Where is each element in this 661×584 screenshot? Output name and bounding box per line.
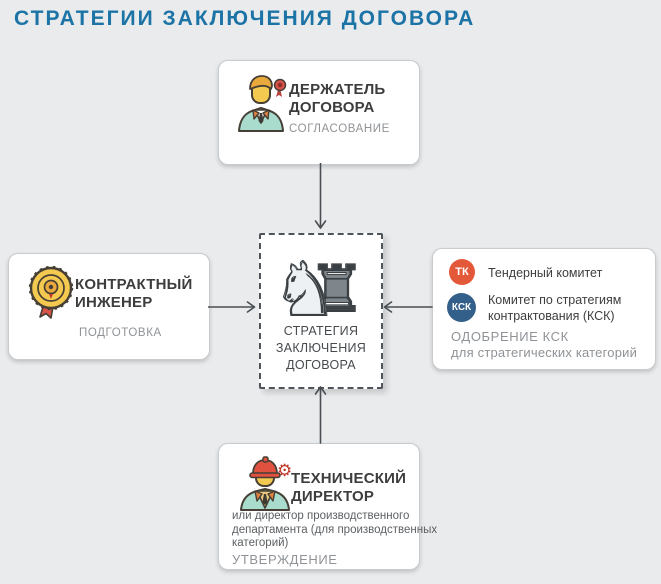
- holder-stage-label: СОГЛАСОВАНИЕ: [289, 123, 390, 135]
- svg-text:♘: ♘: [275, 247, 338, 321]
- svg-text:⚙: ⚙: [277, 461, 292, 481]
- arrow-left-to-center: [208, 301, 256, 313]
- engineer-stage-label: ПОДГОТОВКА: [79, 327, 162, 339]
- node-technical-director: ⚙ ТЕХНИЧЕСКИЙ ДИРЕКТОР или директор прои…: [218, 443, 437, 570]
- holder-title: ДЕРЖАТЕЛЬ ДОГОВОРА: [289, 81, 386, 116]
- node-contract-engineer: КОНТРАКТНЫЙ ИНЖЕНЕР ПОДГОТОВКА: [8, 253, 210, 360]
- tk-badge: ТК: [449, 259, 475, 285]
- tk-label: Тендерный комитет: [488, 266, 603, 280]
- ksk-badge: КСК: [447, 293, 476, 322]
- director-note: или директор производственного департаме…: [232, 510, 438, 549]
- committees-stage-line2: для стратегических категорий: [451, 345, 638, 360]
- strategy-caption: СТРАТЕГИЯ ЗАКЛЮЧЕНИЯ ДОГОВОРА: [275, 324, 367, 372]
- node-contract-holder: ДЕРЖАТЕЛЬ ДОГОВОРА СОГЛАСОВАНИЕ: [218, 60, 420, 165]
- ksk-label: Комитет по стратегиям контрактования (КС…: [488, 293, 622, 323]
- page-title: СТРАТЕГИИ ЗАКЛЮЧЕНИЯ ДОГОВОРА: [14, 7, 476, 30]
- arrow-bottom-to-center: [314, 386, 327, 444]
- medal-icon: [28, 265, 74, 319]
- director-title: ТЕХНИЧЕСКИЙ ДИРЕКТОР: [291, 470, 407, 505]
- arrow-right-to-center: [383, 301, 433, 313]
- businessman-award-icon: [238, 75, 287, 132]
- node-committees: ТК Тендерный комитет КСК Комитет по стра…: [432, 248, 656, 370]
- node-strategy-center: ♜ ♖ ♞ ♘ СТРАТЕГИЯ ЗАКЛЮЧЕНИЯ ДОГОВОРА: [259, 233, 383, 389]
- committees-stage-line1: ОДОБРЕНИЕ КСК: [451, 329, 569, 344]
- chess-pieces-icon: ♜ ♖ ♞ ♘: [275, 246, 366, 321]
- svg-text:♖: ♖: [308, 253, 365, 321]
- director-stage-label: УТВЕРЖДЕНИЕ: [232, 552, 338, 567]
- engineer-title: КОНТРАКТНЫЙ ИНЖЕНЕР: [75, 276, 193, 311]
- svg-text:♞: ♞: [275, 247, 338, 321]
- engineer-helmet-icon: ⚙: [240, 456, 292, 511]
- svg-text:♜: ♜: [308, 253, 365, 321]
- arrow-top-to-center: [314, 163, 327, 229]
